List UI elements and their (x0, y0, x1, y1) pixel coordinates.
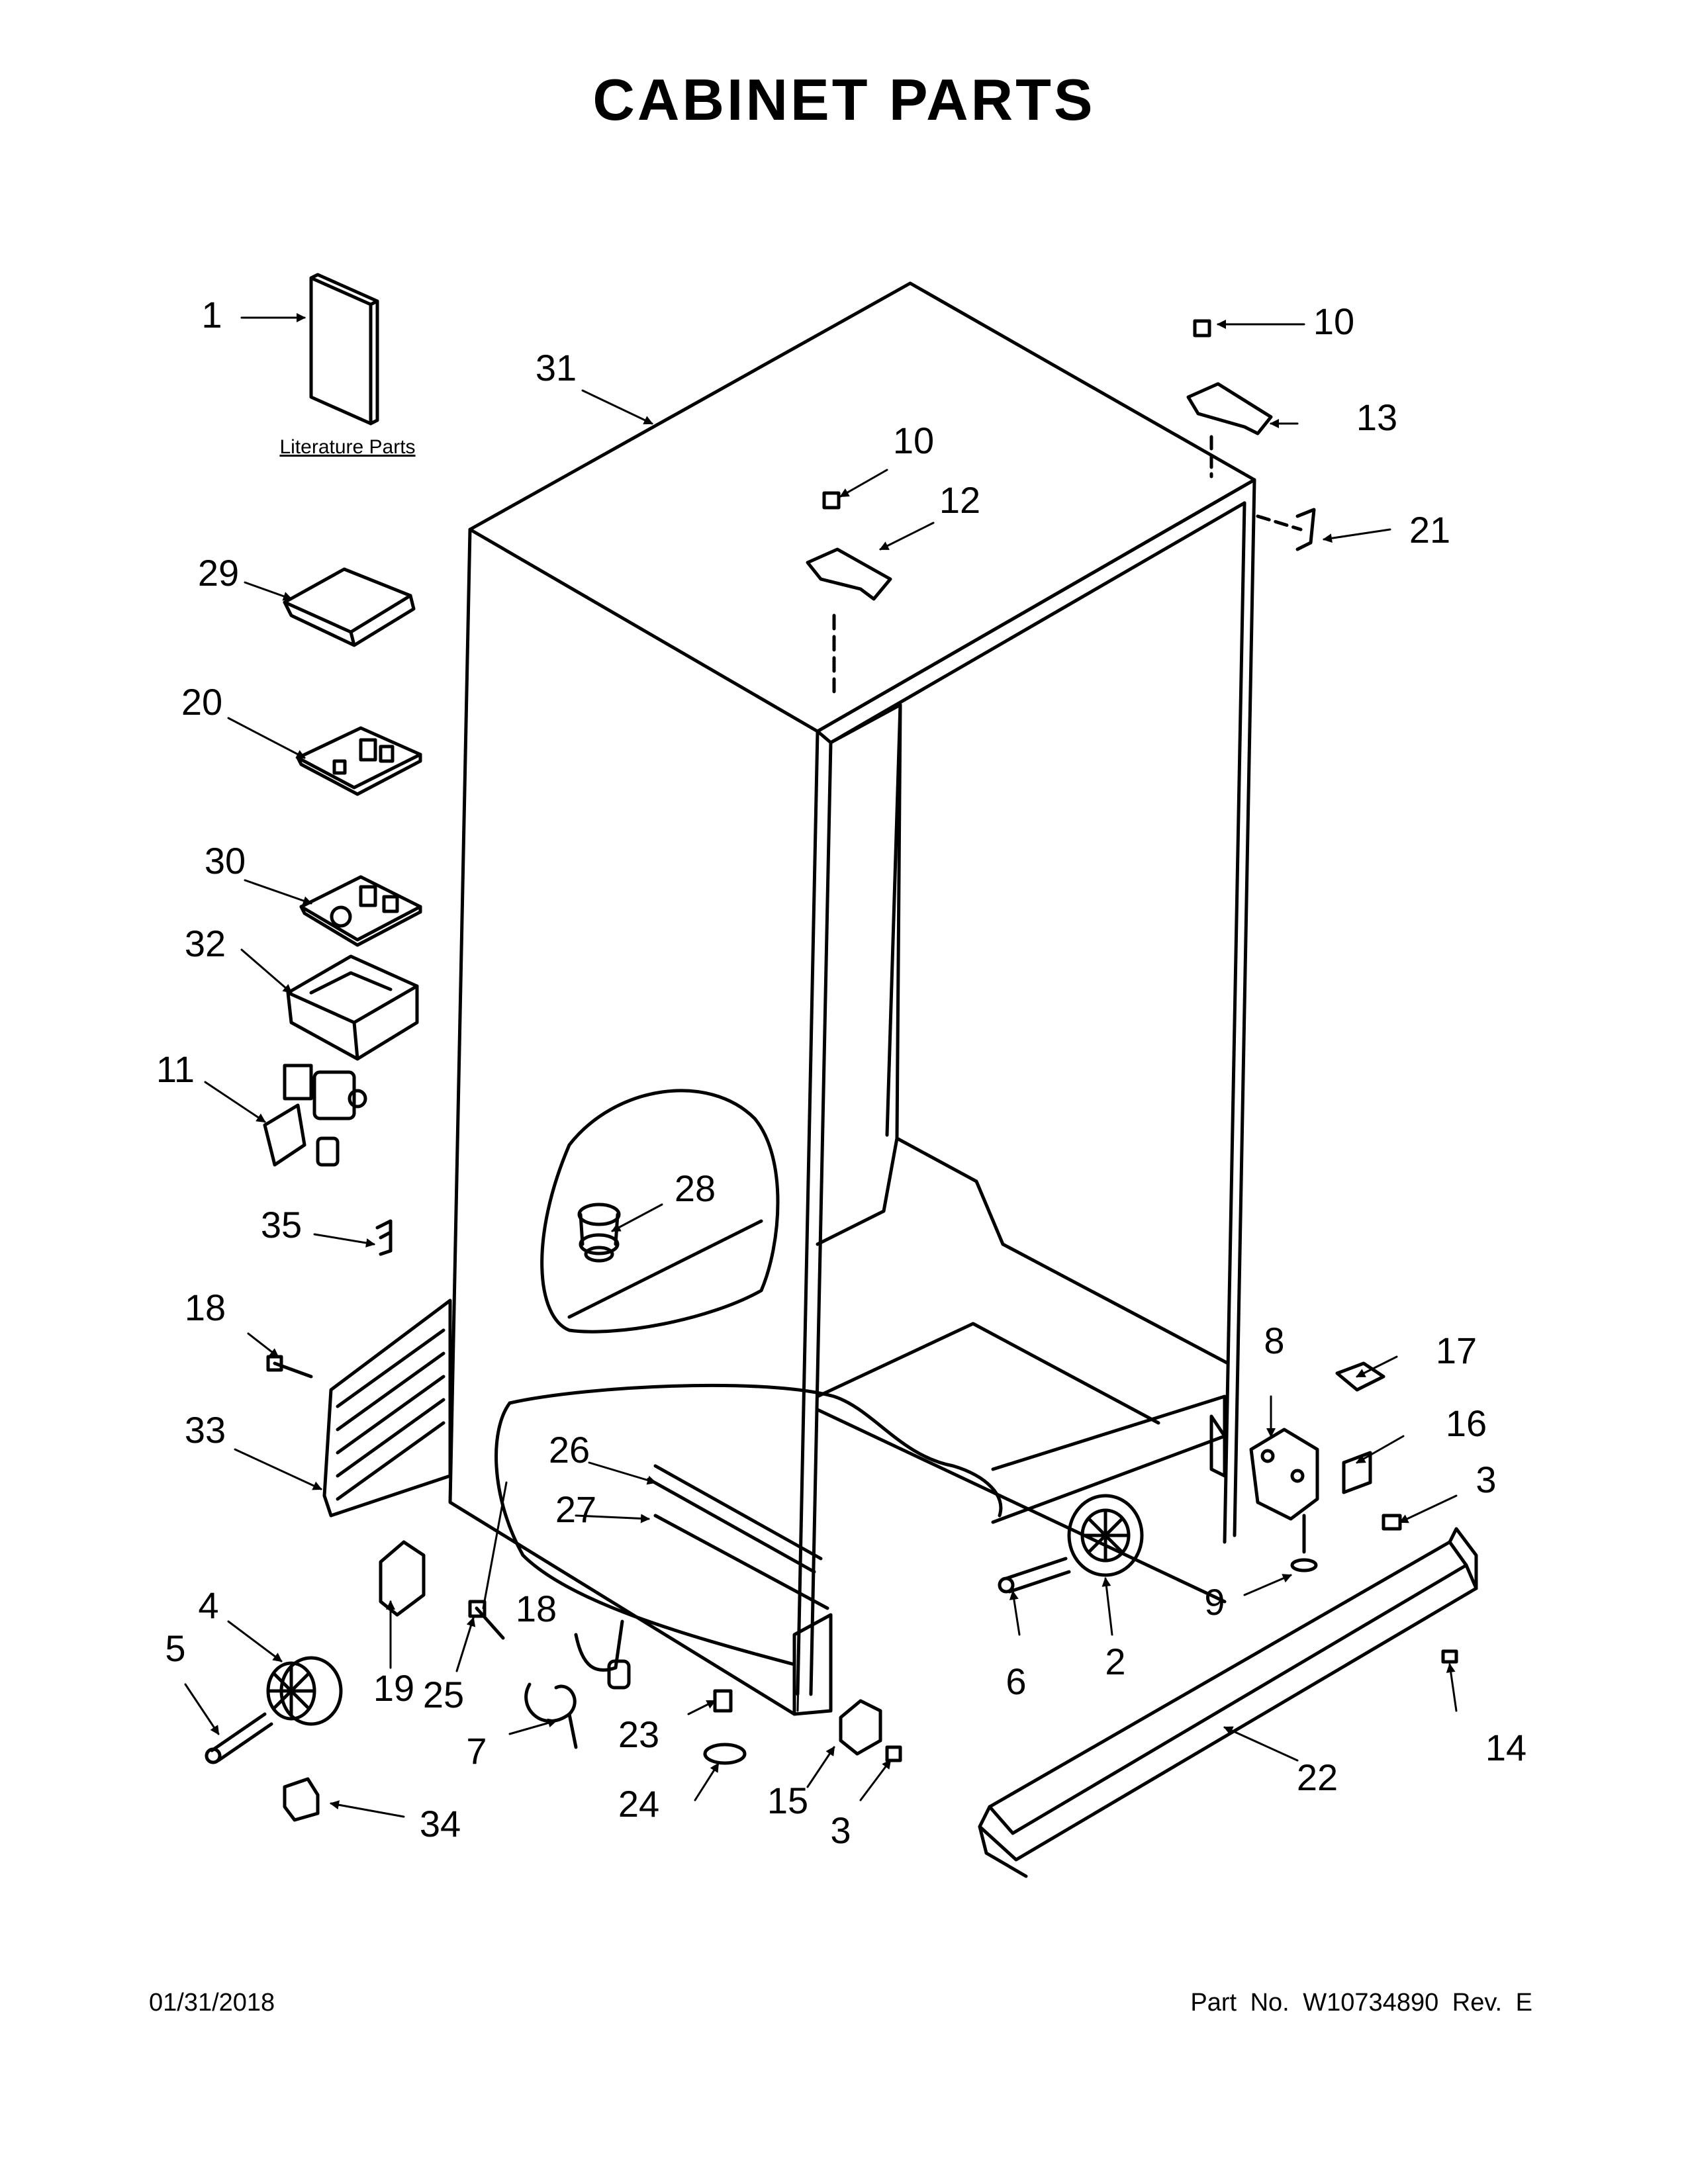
callout-16: 16 (1446, 1402, 1487, 1444)
callout-28: 28 (675, 1167, 716, 1209)
callout-31: 31 (536, 347, 577, 388)
bottom-hardware-icon (703, 1689, 902, 1765)
clip-icon (375, 1219, 393, 1256)
control-board-icon (296, 726, 422, 796)
callout-11: 11 (156, 1048, 195, 1090)
grille-icon (322, 1298, 452, 1518)
callout-4: 4 (198, 1584, 218, 1626)
callout-17: 17 (1436, 1330, 1477, 1371)
footer-date: 01/31/2018 (149, 1989, 275, 2017)
callout-20: 20 (181, 681, 222, 723)
cover-icon (283, 567, 416, 647)
wheel-left-icon (205, 1656, 343, 1764)
callout-10b: 10 (893, 420, 934, 461)
callout-26: 26 (549, 1429, 590, 1471)
callout-33: 33 (185, 1409, 226, 1451)
bumper-icon (577, 1203, 621, 1263)
callout-14: 14 (1485, 1727, 1526, 1768)
callout-15: 15 (767, 1780, 808, 1821)
wheel-icon (998, 1494, 1144, 1594)
page-title: CABINET PARTS (592, 67, 1096, 132)
callout-32: 32 (185, 923, 226, 964)
water-valve-icon (263, 1064, 367, 1167)
callout-7: 7 (466, 1730, 487, 1772)
literature-label: Literature Parts (279, 436, 415, 458)
top-hinge-parts-icon (806, 319, 1316, 694)
hinge-bracket-icon (1249, 1361, 1402, 1572)
callout-19: 19 (373, 1667, 414, 1709)
callout-3b: 3 (830, 1809, 851, 1851)
callout-24: 24 (618, 1783, 659, 1825)
callout-21: 21 (1409, 509, 1450, 551)
callout-30: 30 (205, 840, 246, 882)
callout-25: 25 (423, 1674, 464, 1715)
callout-1: 1 (201, 294, 222, 336)
power-board-icon (299, 875, 422, 947)
callout-3: 3 (1476, 1459, 1496, 1500)
literature-book-icon (309, 273, 379, 426)
cabinet-body (448, 281, 1256, 1716)
electronics-box-icon (286, 954, 419, 1061)
callout-9: 9 (1204, 1581, 1225, 1623)
block-icon (283, 1777, 320, 1822)
callout-2: 2 (1105, 1641, 1125, 1682)
callout-29: 29 (198, 552, 239, 594)
callout-6: 6 (1006, 1661, 1026, 1702)
footer-part-number: Part No. W10734890 Rev. E (1190, 1989, 1532, 2017)
callout-5: 5 (165, 1627, 185, 1669)
callout-12: 12 (939, 479, 980, 521)
callout-22: 22 (1297, 1756, 1338, 1798)
callout-18b: 18 (516, 1588, 557, 1629)
callout-8: 8 (1264, 1320, 1284, 1361)
drain-parts-icon (379, 1540, 631, 1749)
callout-34: 34 (420, 1803, 461, 1844)
toe-grille-icon (978, 1527, 1478, 1878)
rod-icon (647, 1464, 829, 1610)
callout-18: 18 (185, 1287, 226, 1328)
callout-27: 27 (555, 1488, 596, 1530)
screw-icon (266, 1355, 313, 1379)
callout-10: 10 (1313, 300, 1354, 342)
callout-23: 23 (618, 1713, 659, 1755)
callout-35: 35 (261, 1204, 302, 1246)
callout-13: 13 (1356, 396, 1397, 438)
